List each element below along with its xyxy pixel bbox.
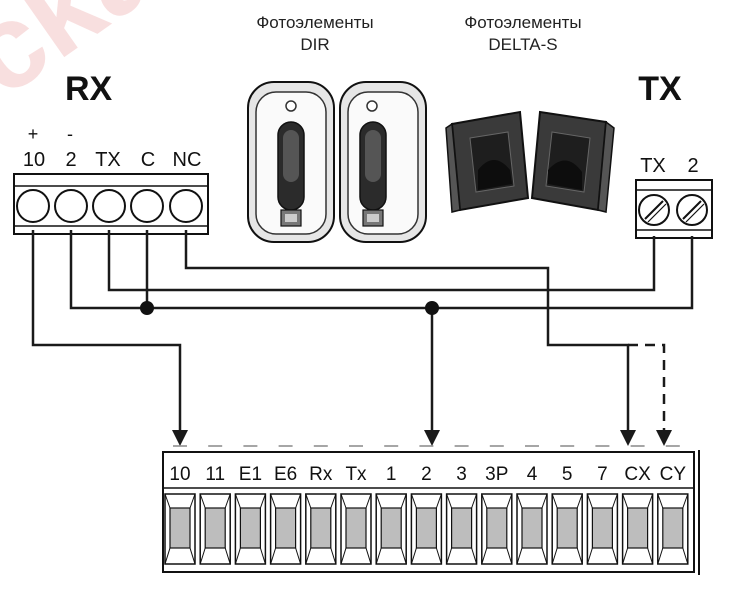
- control-board: 10 11 E1 E6 Rx Tx 1 2 3 3P 4 5 7 CX CY: [162, 445, 700, 575]
- board-terminal-label: 11: [205, 464, 225, 485]
- board-terminal-screw: [521, 507, 543, 549]
- tx-title: TX: [638, 70, 682, 108]
- arrow-to-cy: [656, 430, 672, 446]
- wire-tx-link: [107, 230, 656, 292]
- board-terminal-screw: [556, 507, 578, 549]
- arrow-to-board2: [424, 430, 440, 446]
- board-terminal-label: 7: [597, 464, 608, 485]
- board-terminal-screw: [310, 507, 332, 549]
- board-terminal-label: CX: [624, 464, 651, 485]
- tx-block: TX TX 2: [635, 70, 713, 239]
- board-terminal-label: 3: [456, 464, 467, 485]
- rx-terminal-label-2: 2: [65, 149, 76, 171]
- board-terminal-label: Tx: [345, 464, 367, 485]
- wire-dashed-cy: [628, 343, 666, 432]
- rx-terminal-label-c: C: [141, 149, 155, 171]
- board-terminal-label: 1: [386, 464, 397, 485]
- board-terminal-screw: [275, 507, 297, 549]
- rx-screw-2: [54, 189, 88, 223]
- rx-minus-sign: -: [67, 124, 73, 144]
- board-terminal-screw: [239, 507, 261, 549]
- photocells-delta-s: Фотоэлементы DELTA-S: [445, 13, 615, 213]
- arrow-to-cx: [620, 430, 636, 446]
- junction-dot-2: [425, 301, 439, 315]
- rx-terminal-label-tx: TX: [95, 149, 121, 171]
- photocell-dir-right: [339, 81, 427, 243]
- board-terminal-screw: [486, 507, 508, 549]
- photocell-delta-right: [530, 110, 615, 213]
- board-terminal-screw: [591, 507, 614, 549]
- delta-label-line2: DELTA-S: [488, 35, 557, 54]
- photocells-dir: Фотоэлементы DIR: [247, 13, 427, 243]
- rx-screw-nc: [169, 189, 203, 223]
- board-terminal-screw: [380, 507, 402, 549]
- wires: [31, 230, 694, 432]
- junction-dot-c: [140, 301, 154, 315]
- board-terminal-screw: [626, 507, 649, 549]
- rx-title: RX: [65, 70, 113, 108]
- board-terminal-label: 2: [421, 464, 432, 485]
- dir-label-line1: Фотоэлементы: [256, 13, 373, 32]
- arrow-to-board10: [172, 430, 188, 446]
- rx-screw-tx: [92, 189, 126, 223]
- delta-label-line1: Фотоэлементы: [464, 13, 581, 32]
- rx-terminal-label-nc: NC: [173, 149, 202, 171]
- board-terminal-label: 4: [527, 464, 538, 485]
- tx-terminal-label-tx: TX: [640, 155, 666, 177]
- board-terminal-label: 3P: [485, 464, 508, 485]
- tx-terminal-label-2: 2: [687, 155, 698, 177]
- board-terminal-screw: [345, 507, 367, 549]
- board-terminal-screw: [415, 507, 437, 549]
- board-terminal-label: E6: [274, 464, 297, 485]
- arrow-heads: [172, 430, 672, 446]
- rx-block: RX + - 10 2 TX C NC: [13, 70, 209, 235]
- rx-screw-10: [16, 189, 50, 223]
- wire-negative-common: [69, 230, 694, 310]
- board-terminal-label: 5: [562, 464, 573, 485]
- board-terminal-screw: [169, 507, 191, 549]
- dir-label-line2: DIR: [300, 35, 329, 54]
- board-terminal-label: 10: [169, 464, 190, 485]
- board-terminal-label: Rx: [309, 464, 333, 485]
- rx-plus-sign: +: [28, 124, 39, 144]
- wire-rx-nc-to-cx: [184, 230, 630, 432]
- wire-rx10-to-board10: [31, 230, 182, 432]
- board-terminal-screw: [451, 507, 473, 549]
- photocell-delta-left: [445, 110, 530, 213]
- rx-screw-c: [130, 189, 164, 223]
- photocell-dir-left: [247, 81, 335, 243]
- board-terminal-label: CY: [660, 464, 687, 485]
- rx-terminal-label-10: 10: [23, 149, 45, 171]
- board-terminal-screw: [662, 507, 684, 549]
- board-terminal-screw: [204, 507, 226, 549]
- board-terminal-label: E1: [239, 464, 262, 485]
